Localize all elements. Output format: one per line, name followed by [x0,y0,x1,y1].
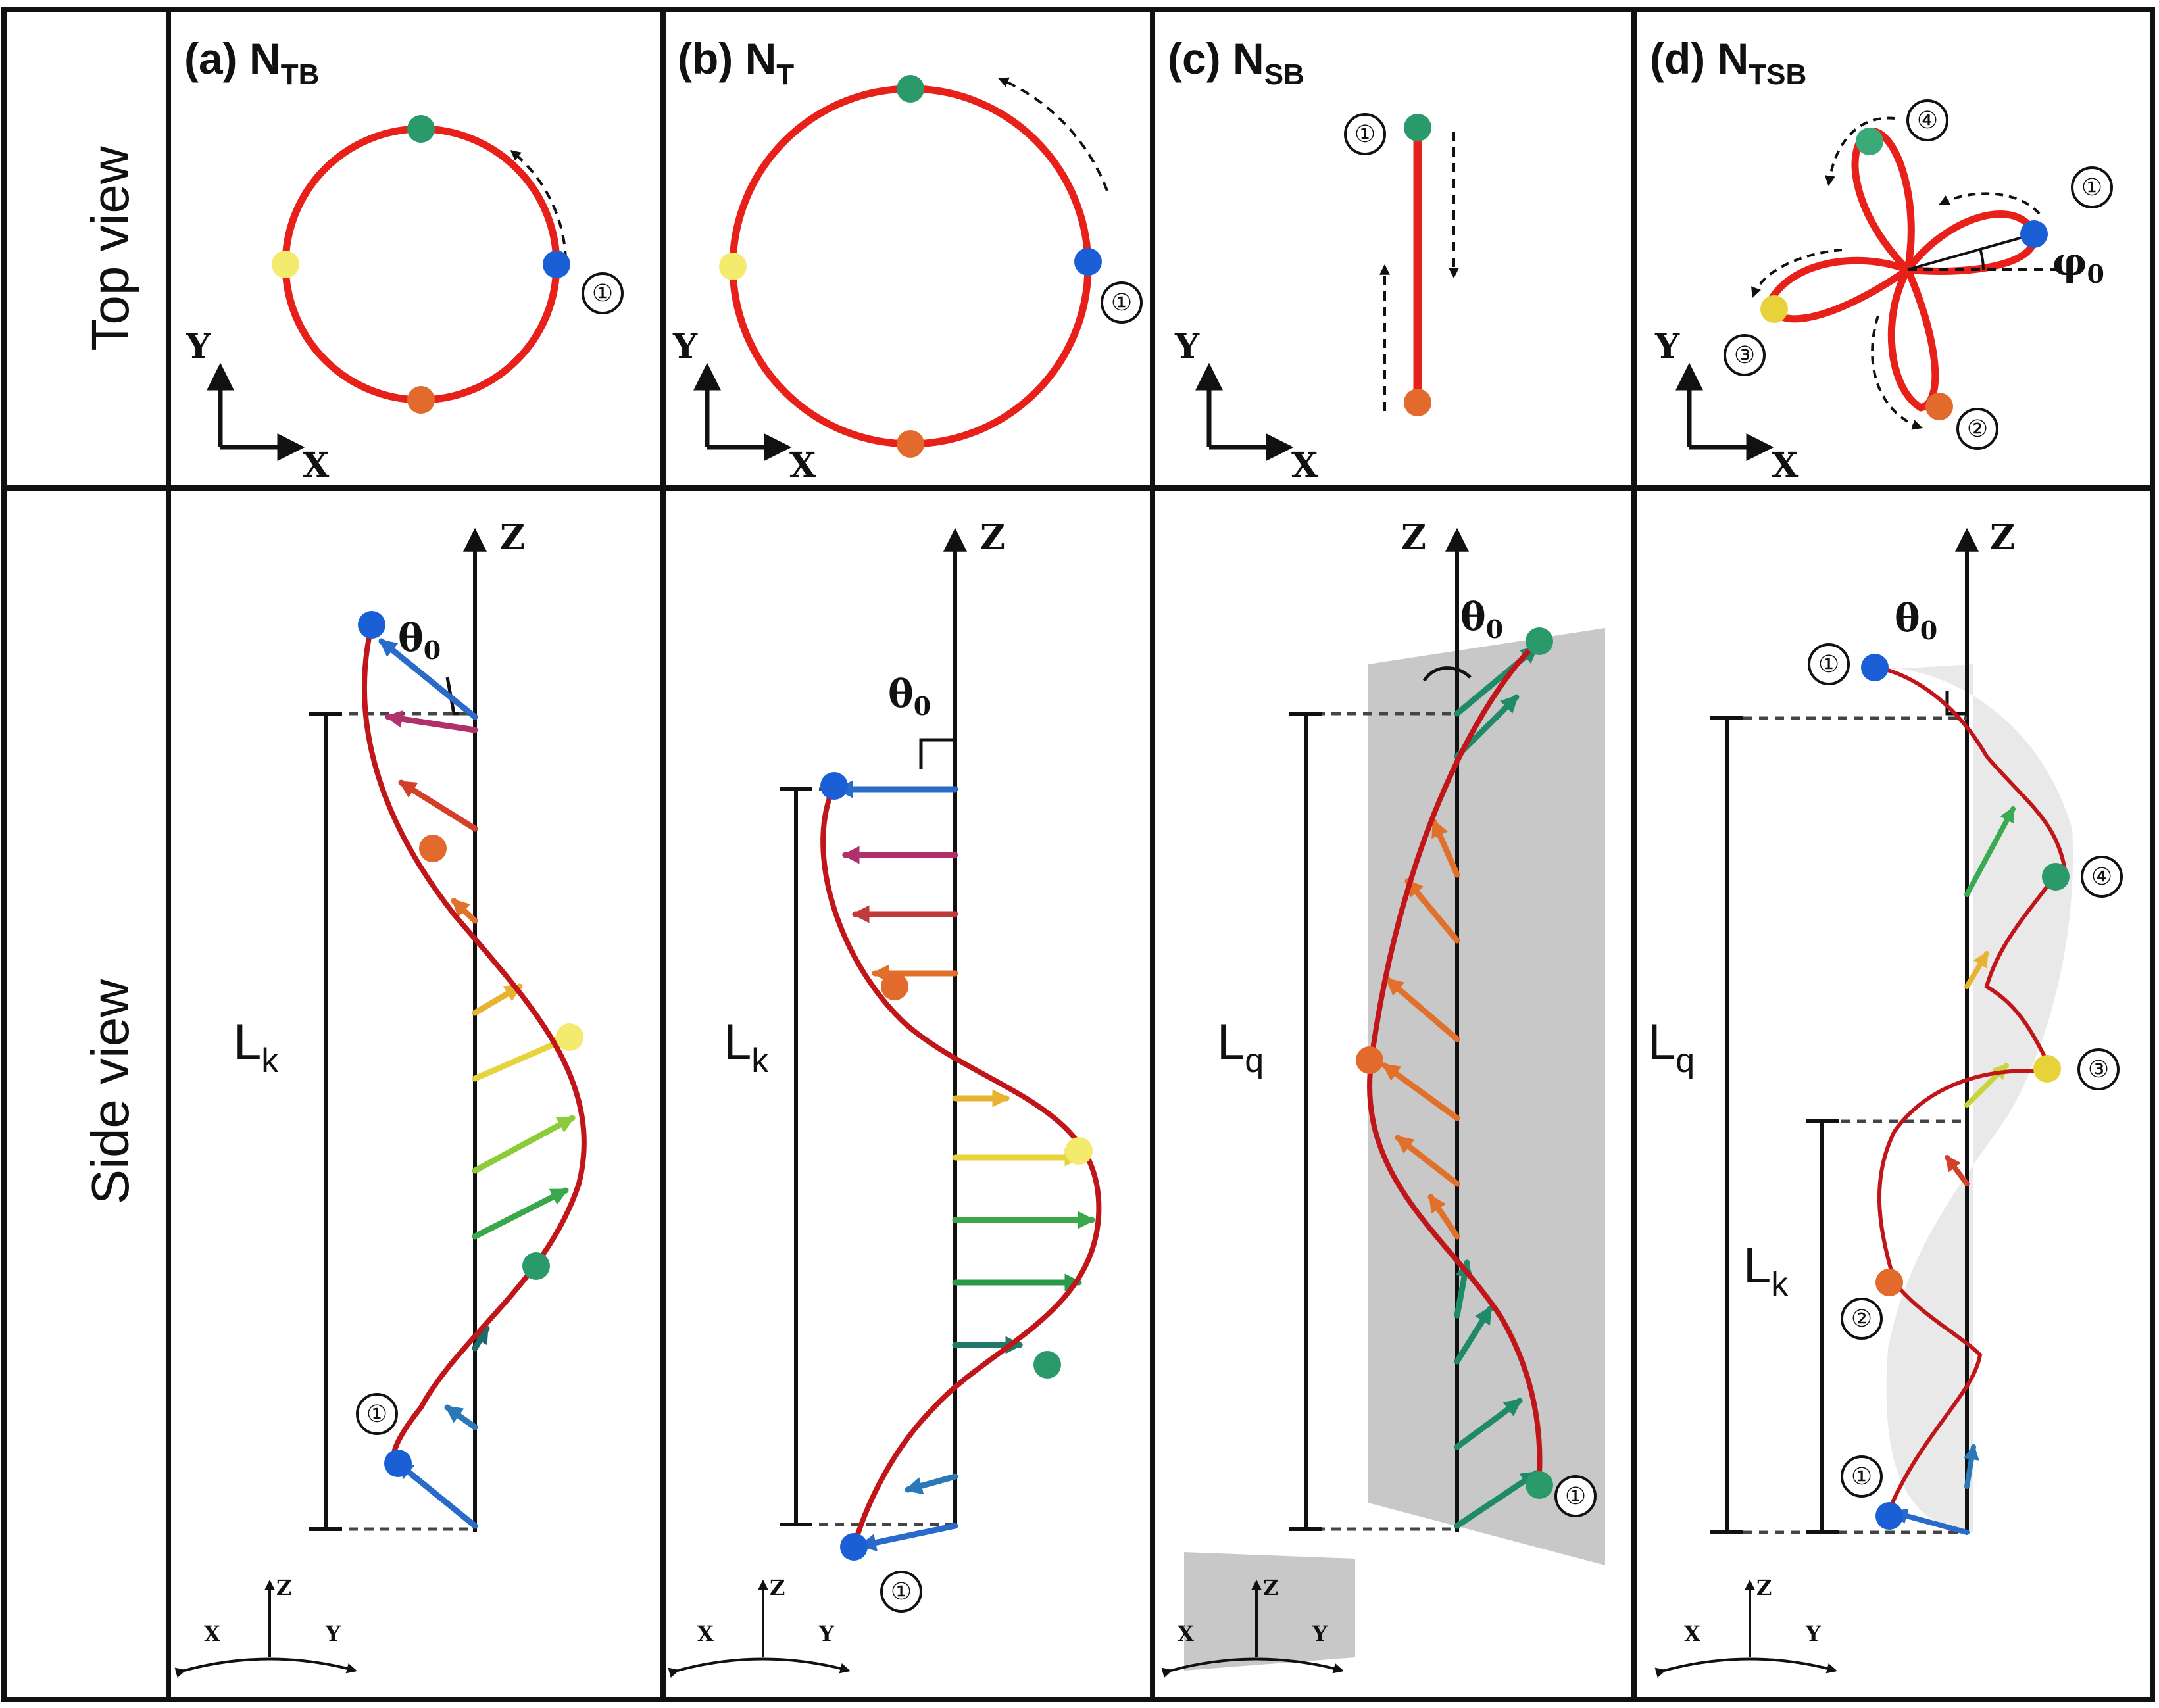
axis-y-b: Y [672,327,698,367]
svg-text:③: ③ [2088,1056,2109,1083]
side-view-b: Z θ0 Lk ① [724,518,1102,1613]
axis-x-a: X [303,445,330,485]
top-axes-a [207,362,305,461]
row-label-side: Side view [81,979,139,1205]
svg-text:(c) NSB: (c) NSB [1168,34,1304,91]
frame-grid [1,7,2155,1702]
point-blue-d [2020,220,2048,248]
length-lq-c: Lq [1217,1014,1264,1080]
top-view-b: ① [719,75,1143,458]
svg-text:Z: Z [980,518,1005,558]
angle-theta-c: θ0 [1460,595,1503,644]
angle-theta-b: θ0 [888,671,931,721]
marker-4-d: ④ [1917,107,1938,134]
length-lk-d: Lk [1743,1238,1789,1304]
top-axes-d [1675,362,1774,461]
svg-text:②: ② [1851,1305,1872,1332]
svg-text:Z: Z [770,1575,785,1600]
svg-text:Z: Z [1263,1575,1278,1600]
axis-y-a: Y [186,327,211,367]
svg-text:Z: Z [500,518,525,558]
svg-text:X: X [204,1621,220,1646]
point-green-b [897,75,924,103]
side-view-d: Z θ0 Lq Lk ① [1648,518,2123,1535]
svg-text:X: X [1684,1621,1700,1646]
top-axes-b [693,362,792,461]
svg-text:Z: Z [1756,1575,1772,1600]
svg-text:①: ① [366,1400,387,1427]
svg-text:(b) NT: (b) NT [678,34,794,91]
marker-3-d: ③ [1734,341,1755,368]
svg-text:①: ① [891,1578,912,1605]
length-lq-d: Lq [1648,1014,1695,1080]
axis-x-b: X [789,445,816,485]
point-blue-b [1074,248,1102,276]
point-green-d [1856,128,1883,155]
top-view-d: φ0 ① ④ ③ ② [1724,99,2113,450]
svg-text:(d) NTSB: (d) NTSB [1650,34,1806,91]
marker-2-d: ② [1967,415,1988,442]
point-yellow-d [1760,295,1788,323]
angle-theta-d: θ0 [1895,596,1937,645]
axis-y-d: Y [1654,327,1680,367]
svg-text:Z: Z [1401,518,1426,558]
svg-text:X: X [697,1621,714,1646]
axes3d-a [174,1579,358,1678]
row-label-top: Top view [81,146,139,351]
svg-text:Y: Y [818,1621,835,1646]
point-green-a [407,115,435,143]
axis-y-c: Y [1174,327,1200,367]
panel-title-d: (d) NTSB [1650,34,1806,91]
point-orange-a [407,386,435,414]
axes3d-d [1654,1579,1838,1678]
angle-theta-a: θ0 [398,616,441,665]
svg-text:Y: Y [325,1621,341,1646]
point-orange-c [1404,389,1431,416]
marker-1-b: ① [1111,289,1132,316]
length-lk-a: Lk [234,1014,279,1080]
svg-text:④: ④ [2091,863,2112,890]
top-axes-c [1195,362,1294,461]
axis-x-d: X [1772,445,1799,485]
marker-1-a: ① [592,280,613,306]
point-orange-b [897,430,924,458]
axis-x-c: X [1291,445,1318,485]
point-green-c [1404,114,1431,141]
svg-text:Z: Z [276,1575,291,1600]
panel-title-a: (a) NTB [184,34,319,91]
side-view-a: Z θ0 Lk ① [234,518,587,1532]
marker-1-c: ① [1354,120,1376,147]
point-orange-d [1925,393,1953,420]
svg-text:X: X [1178,1621,1194,1646]
side-view-c: Z θ0 Lq ① [1217,518,1605,1565]
svg-text:(a) NTB: (a) NTB [184,34,319,91]
length-lk-b: Lk [724,1014,769,1080]
panel-title-b: (b) NT [678,34,794,91]
angle-phi-top-d: φ0 [2052,239,2104,289]
top-view-c: ① [1344,113,1459,416]
panel-title-c: (c) NSB [1168,34,1304,91]
svg-text:①: ① [1565,1482,1586,1509]
point-yellow-b [719,253,747,280]
svg-text:Z: Z [1990,518,2015,558]
top-view-a: ① [272,115,624,414]
svg-text:Y: Y [1312,1621,1328,1646]
svg-text:①: ① [1818,650,1839,677]
svg-text:①: ① [1851,1463,1872,1490]
axes3d-c [1161,1552,1355,1678]
point-blue-a [543,251,570,278]
point-yellow-a [272,251,299,278]
axes3d-b [668,1579,851,1678]
marker-1-d: ① [2081,174,2102,201]
svg-text:Y: Y [1805,1621,1822,1646]
